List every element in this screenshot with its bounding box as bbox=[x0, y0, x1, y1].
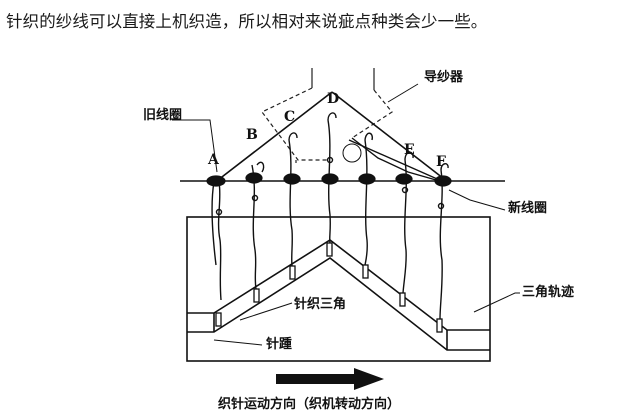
needles bbox=[211, 112, 449, 320]
needle-letter-e: E bbox=[404, 142, 415, 158]
needle-letter-c: C bbox=[284, 109, 295, 125]
label-yarn-guide: 导纱器 bbox=[424, 70, 464, 85]
label-knitting-cam: 针织三角 bbox=[293, 296, 346, 312]
needle-letter-f: F bbox=[436, 154, 446, 170]
headline-text: 针织的纱线可以直接上机织造，所以相对来说疵点种类会少一些。 bbox=[6, 12, 488, 31]
cam-box bbox=[186, 216, 491, 362]
label-needle-butt: 针踵 bbox=[265, 336, 292, 352]
direction-arrow bbox=[276, 368, 384, 390]
needle-letter-b: B bbox=[246, 127, 258, 143]
label-direction: 织针运动方向（织机转动方向） bbox=[218, 396, 400, 412]
yarn-line bbox=[342, 137, 445, 183]
leader-lines bbox=[172, 83, 520, 346]
label-cam-track: 三角轨迹 bbox=[522, 284, 574, 300]
needle-butts bbox=[215, 242, 443, 333]
needle-letter-d: D bbox=[327, 91, 339, 107]
loop-path-lines bbox=[217, 91, 449, 183]
label-old-loop: 旧线圈 bbox=[143, 107, 182, 123]
yarn-guide-outline bbox=[261, 68, 393, 166]
label-new-loop: 新线圈 bbox=[508, 200, 547, 216]
knitted-loops bbox=[206, 172, 452, 187]
needle-letter-a: A bbox=[207, 152, 220, 168]
